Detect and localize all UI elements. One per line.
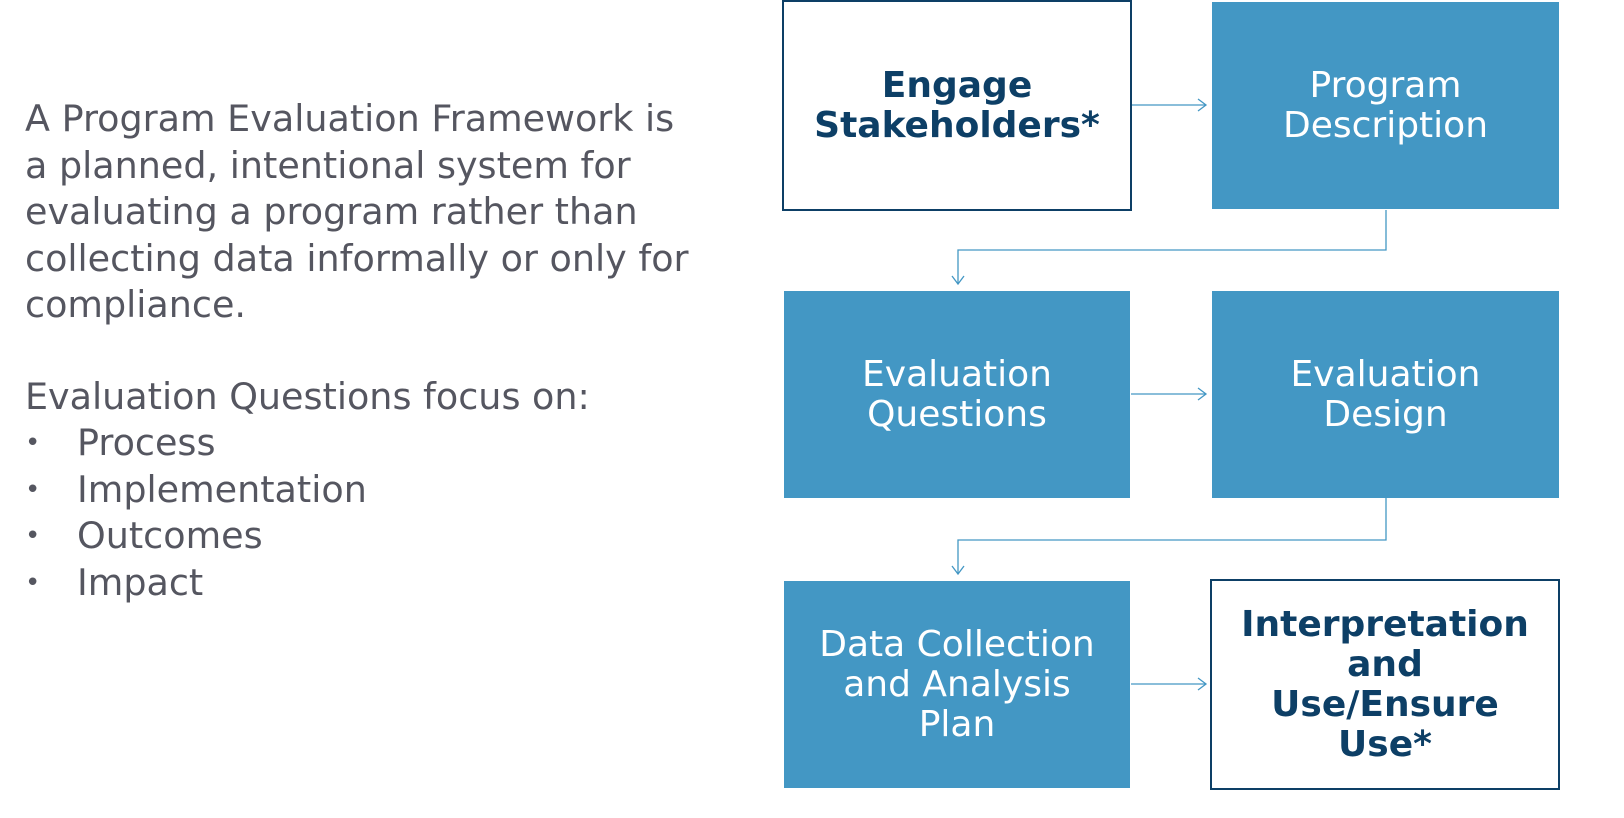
step-interpretation-use: Interpretation and Use/Ensure Use*	[1210, 579, 1560, 790]
bullet-icon: •	[25, 521, 41, 551]
bullet-icon: •	[25, 567, 41, 598]
focus-item-label: Implementation	[77, 467, 367, 511]
arrow-questions-to-design	[1131, 387, 1208, 401]
step-evaluation-design: Evaluation Design	[1212, 291, 1559, 498]
bullet-icon: •	[25, 428, 41, 458]
focus-item-outcomes: • Outcomes	[25, 513, 367, 560]
step-label: Evaluation Design	[1290, 353, 1481, 435]
bullet-icon: •	[25, 474, 41, 505]
step-data-collection-analysis-plan: Data Collection and Analysis Plan	[784, 581, 1130, 788]
focus-item-label: Impact	[77, 560, 204, 604]
step-evaluation-questions: Evaluation Questions	[784, 291, 1130, 498]
step-label: Data Collection and Analysis Plan	[819, 623, 1095, 745]
arrow-description-to-questions	[951, 210, 1387, 286]
focus-item-impact: • Impact	[25, 560, 367, 607]
step-label: Evaluation Questions	[862, 353, 1052, 435]
step-label: Program Description	[1282, 64, 1489, 146]
focus-item-label: Process	[77, 421, 216, 464]
focus-list: • Process • Implementation • Outcomes • Impa…	[25, 420, 367, 606]
step-program-description: Program Description	[1212, 2, 1559, 209]
step-engage-stakeholders: Engage Stakeholders*	[782, 0, 1132, 211]
focus-item-process: • Process	[25, 420, 367, 467]
step-label: Interpretation and Use/Ensure Use*	[1241, 603, 1529, 765]
focus-item-label: Outcomes	[77, 514, 263, 557]
arrow-datacollection-to-interpretation	[1131, 677, 1208, 691]
focus-item-implementation: • Implementation	[25, 467, 367, 514]
step-label: Engage Stakeholders*	[814, 64, 1100, 146]
focus-heading: Evaluation Questions focus on:	[25, 375, 590, 418]
framework-description: A Program Evaluation Framework is a plan…	[25, 97, 689, 326]
arrow-engage-to-description	[1131, 98, 1208, 112]
arrow-design-to-datacollection	[951, 498, 1387, 576]
